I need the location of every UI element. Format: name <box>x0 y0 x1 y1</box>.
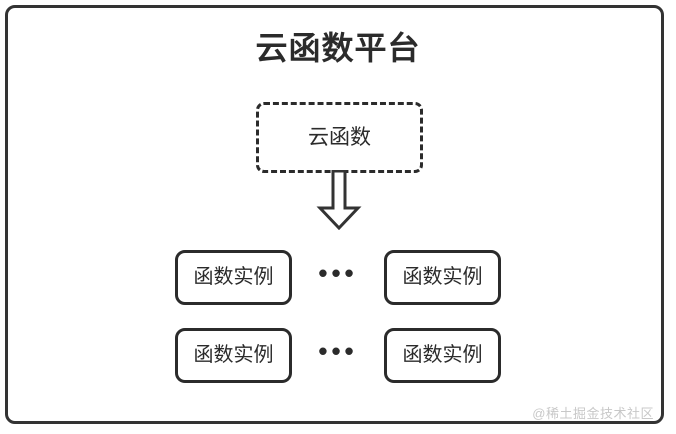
function-instance-node: 函数实例 <box>384 327 501 383</box>
instance-ellipsis: ••• <box>318 258 358 288</box>
function-instance-node: 函数实例 <box>175 249 292 305</box>
watermark: @稀土掘金技术社区 <box>532 406 654 421</box>
instance-ellipsis: ••• <box>318 336 358 366</box>
instance-row: 函数实例 ••• 函数实例 <box>0 327 676 383</box>
page-title: 云函数平台 <box>255 30 421 66</box>
cloud-function-node: 云函数 <box>256 102 423 173</box>
cloud-function-label: 云函数 <box>308 126 371 149</box>
function-instance-label: 函数实例 <box>402 266 483 288</box>
function-instance-node: 函数实例 <box>175 327 292 383</box>
function-instance-node: 函数实例 <box>384 249 501 305</box>
function-instance-label: 函数实例 <box>193 344 274 366</box>
function-instance-label: 函数实例 <box>193 266 274 288</box>
instance-row: 函数实例 ••• 函数实例 <box>0 249 676 305</box>
function-instance-label: 函数实例 <box>402 344 483 366</box>
down-block-arrow-icon <box>316 170 362 230</box>
